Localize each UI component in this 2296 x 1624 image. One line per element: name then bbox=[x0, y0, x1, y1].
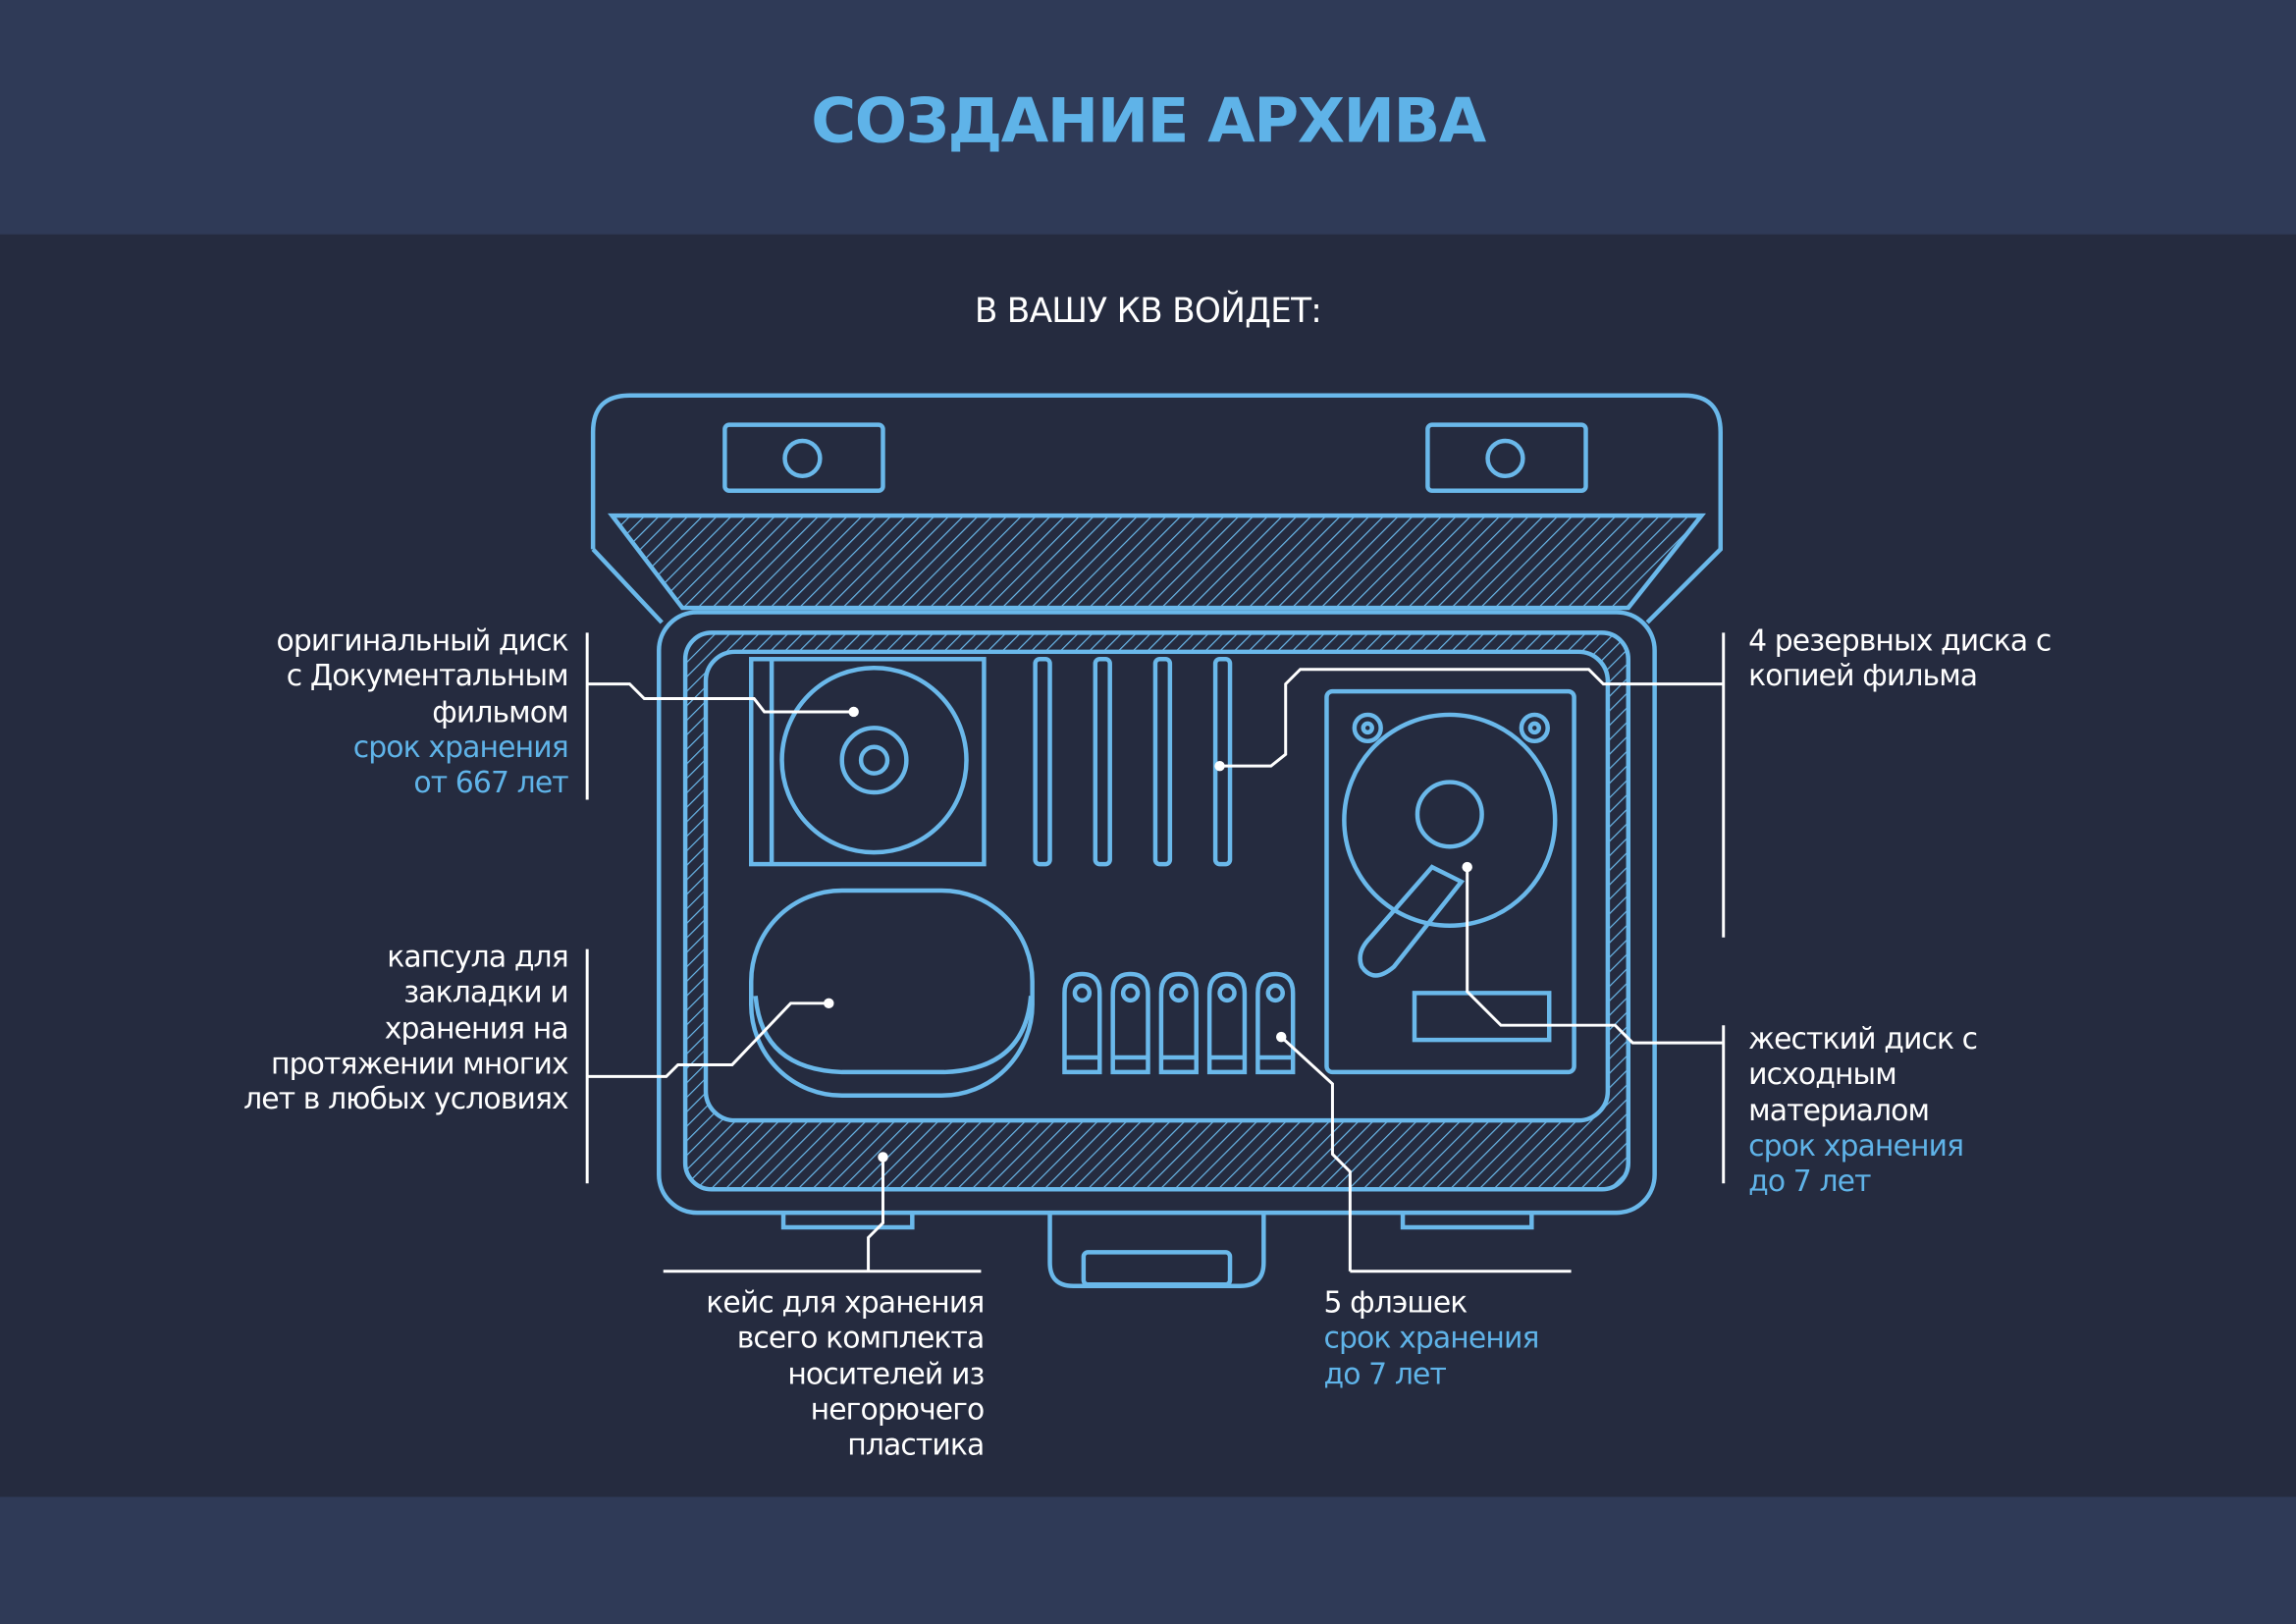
label-line: носителей из bbox=[787, 1355, 985, 1391]
label-line: всего комплекта bbox=[736, 1320, 986, 1356]
subtitle: В ВАШУ КВ ВОЙДЕТ: bbox=[974, 293, 1322, 332]
storage-term: срок хранения bbox=[352, 729, 569, 765]
label-line: с Документальным bbox=[286, 658, 569, 694]
label-case: кейс для хранения всего комплекта носите… bbox=[706, 1284, 986, 1462]
label-line: закладки и bbox=[403, 974, 568, 1010]
case-body bbox=[657, 610, 1657, 1288]
storage-term: до 7 лет bbox=[1748, 1163, 1871, 1199]
case-feet bbox=[780, 1213, 1534, 1230]
latch-hole-icon bbox=[782, 438, 823, 479]
case-lid bbox=[590, 393, 1723, 624]
storage-term: срок хранения bbox=[1748, 1127, 1964, 1164]
capsule-icon bbox=[749, 888, 1035, 1099]
storage-term: срок хранения bbox=[1323, 1320, 1539, 1356]
label-line: копией фильма bbox=[1748, 658, 1978, 694]
label-line: оригинальный диск bbox=[276, 622, 569, 658]
label-line: лет в любых условиях bbox=[243, 1081, 569, 1116]
label-line: материалом bbox=[1748, 1092, 1930, 1128]
header-band bbox=[0, 0, 2296, 235]
hard-drive-icon bbox=[1324, 688, 1576, 1075]
latch-left bbox=[722, 422, 885, 493]
latch-hole-icon bbox=[1485, 438, 1525, 479]
label-line: пластика bbox=[847, 1427, 985, 1462]
label-flash-drives: 5 флэшек срок хранения до 7 лет bbox=[1323, 1284, 1539, 1391]
label-hard-drive: жесткий диск с исходным материалом срок … bbox=[1748, 1020, 1978, 1199]
storage-term: от 667 лет bbox=[413, 764, 568, 800]
label-backup-discs: 4 резервных диска с копией фильма bbox=[1748, 622, 2052, 694]
footer-band bbox=[0, 1496, 2296, 1624]
label-line: хранения на bbox=[384, 1009, 569, 1046]
label-line: протяжении многих bbox=[270, 1045, 569, 1081]
label-line: фильмом bbox=[432, 693, 568, 730]
label-line: 4 резервных диска с bbox=[1748, 622, 2052, 658]
original-disc-icon bbox=[749, 657, 987, 867]
leader-lines bbox=[585, 632, 1726, 1273]
label-line: исходным bbox=[1748, 1056, 1897, 1092]
label-line: негорючего bbox=[810, 1390, 986, 1427]
label-line: 5 флэшек bbox=[1323, 1284, 1468, 1321]
storage-term: до 7 лет bbox=[1323, 1355, 1446, 1391]
flash-drives-icon bbox=[1062, 971, 1296, 1075]
label-capsule: капсула для закладки и хранения на протя… bbox=[243, 939, 569, 1116]
leader-dots bbox=[824, 706, 1472, 1163]
label-line: жесткий диск с bbox=[1748, 1020, 1978, 1056]
latch-right bbox=[1425, 422, 1588, 493]
backup-discs-icon bbox=[1033, 657, 1233, 867]
label-line: кейс для хранения bbox=[706, 1284, 985, 1321]
label-original-disc: оригинальный диск с Документальным фильм… bbox=[276, 622, 569, 800]
page-title: СОЗДАНИЕ АРХИВА bbox=[811, 84, 1486, 157]
label-line: капсула для bbox=[387, 939, 568, 974]
